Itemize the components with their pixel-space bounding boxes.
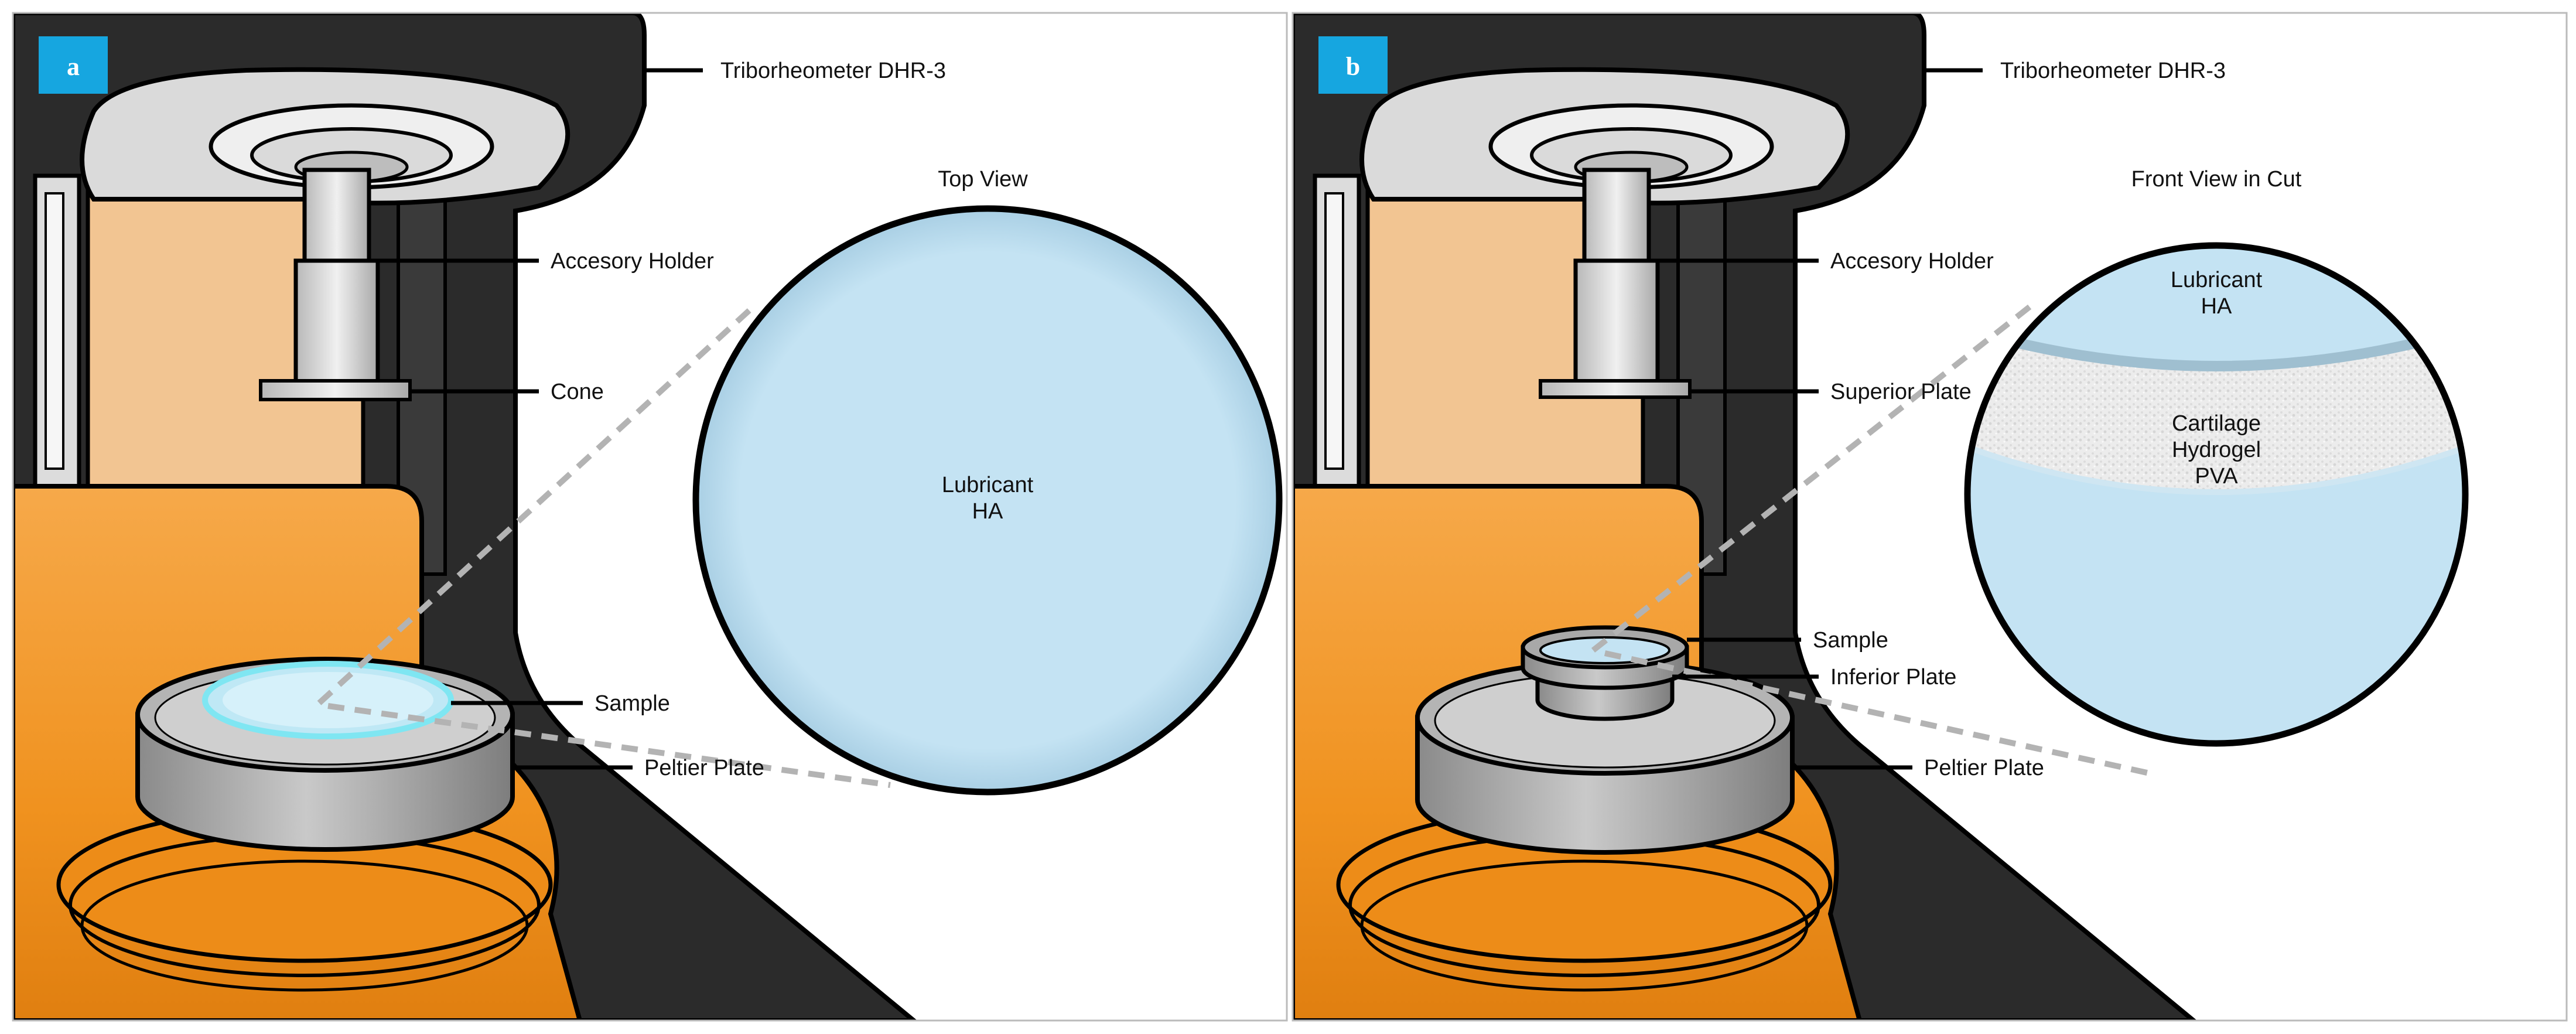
label-sample: Sample <box>1813 628 1888 653</box>
panel-b-border <box>1292 12 2568 1022</box>
label-peltier: Peltier Plate <box>1924 756 2044 780</box>
panel-badge <box>1318 36 1388 94</box>
panel-b <box>1293 13 2198 1021</box>
connector-line <box>327 703 891 788</box>
label-tribometer: Triborheometer DHR-3 <box>720 59 946 83</box>
label-peltier: Peltier Plate <box>644 756 764 780</box>
cartilage-label: PVA <box>2195 464 2238 489</box>
label-superior-plate: Superior Plate <box>1830 380 1972 404</box>
label-holder: Accesory Holder <box>551 249 714 274</box>
lubricant-label: HA <box>972 499 1003 524</box>
accessory-holder <box>302 168 371 272</box>
panel-badge-label: a <box>67 52 80 81</box>
panel-badge <box>39 36 108 94</box>
front-view-bubble <box>1967 245 2465 743</box>
view-title: Top View <box>938 167 1028 192</box>
connector-line <box>1604 650 2151 776</box>
label-tribometer: Triborheometer DHR-3 <box>2000 59 2226 83</box>
label-holder: Accesory Holder <box>1830 249 1994 274</box>
panel-a <box>13 13 918 1021</box>
cone-tool <box>259 379 412 401</box>
label-inferior-plate: Inferior Plate <box>1830 665 1956 690</box>
lubricant-label: Lubricant <box>2171 268 2263 292</box>
view-title: Front View in Cut <box>2131 167 2302 192</box>
connector-line <box>1591 302 2035 653</box>
cartilage-layer <box>1967 328 2465 492</box>
connector-line <box>317 302 758 705</box>
cartilage-label: Cartilage <box>2172 411 2261 436</box>
accessory-holder <box>1582 168 1651 272</box>
panel-badge-label: b <box>1346 52 1360 81</box>
cartilage-label: Hydrogel <box>2172 438 2261 462</box>
top-view-bubble <box>692 205 1283 796</box>
label-sample: Sample <box>595 691 670 716</box>
superior-plate <box>1539 379 1692 399</box>
lubricant-label: Lubricant <box>942 473 1034 497</box>
panel-a-border <box>12 12 1288 1022</box>
label-cone: Cone <box>551 380 604 404</box>
lubricant-label: HA <box>2201 294 2232 319</box>
